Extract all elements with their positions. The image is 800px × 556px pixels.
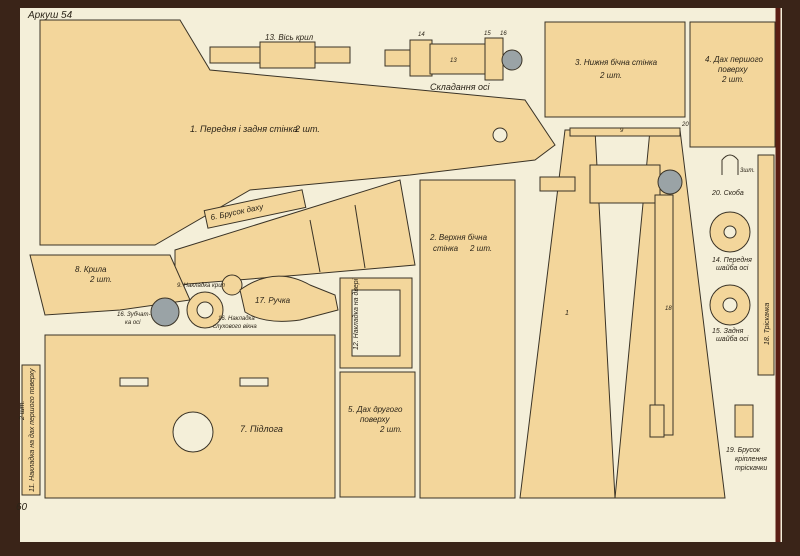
- callout-13: 13: [450, 58, 457, 64]
- label-part-15b: шайба осі: [716, 335, 749, 343]
- tower-top-bar: [569, 127, 681, 137]
- part-roof-bar: [203, 189, 307, 229]
- assembly-rear-washer: [484, 37, 504, 81]
- label-part-4b: поверху: [718, 65, 748, 74]
- part-wing-plate: [221, 274, 243, 296]
- part-second-roof: [339, 371, 416, 498]
- part-handle: [239, 275, 339, 322]
- callout-18: 18: [665, 306, 672, 312]
- label-part-20-qty: 3шт.: [740, 168, 755, 174]
- label-part-2: 2. Верхня бічна: [429, 233, 488, 242]
- tower-rattle-stick: [654, 194, 674, 436]
- label-part-17: 17. Ручка: [255, 296, 291, 305]
- label-part-9: 9. Накладка крил: [177, 283, 226, 289]
- label-part-19a: 19. Брусок: [726, 447, 761, 454]
- callout-14: 14: [418, 32, 425, 38]
- part-rattle: [757, 154, 775, 376]
- label-part-16a: 16. Зубчат-: [117, 312, 150, 318]
- page-number: 60: [16, 502, 28, 513]
- label-part-4-qty: 2 шт.: [721, 75, 744, 84]
- label-part-1-qty: 2 шт.: [294, 124, 320, 134]
- label-part-5-qty: 2 шт.: [379, 425, 402, 434]
- label-part-5b: поверху: [360, 415, 390, 424]
- label-window-plate-a: 16. Накладка: [218, 316, 255, 322]
- part-upper-side-wall: [419, 179, 516, 499]
- label-part-5a: 5. Дах другого: [348, 405, 403, 414]
- assembly-front-washer: [409, 39, 433, 77]
- tower-drum: [589, 164, 661, 204]
- label-part-11: 11. Накладка на дах першого поверху: [28, 368, 36, 492]
- label-part-8: 8. Крила: [75, 265, 107, 274]
- floor-hole: [172, 411, 214, 453]
- callout-15: 15: [484, 31, 491, 37]
- label-part-14b: шайба осі: [716, 264, 749, 272]
- axle-hub: [259, 41, 316, 69]
- floor-slot-1: [119, 377, 149, 387]
- label-part-8-qty: 2 шт.: [89, 275, 112, 284]
- label-part-14a: 14. Передня: [712, 256, 752, 264]
- part-bracket: [721, 154, 739, 175]
- label-part-4a: 4. Дах першого: [705, 55, 763, 64]
- part-front-back-wall: [39, 19, 556, 246]
- wall-hole: [492, 127, 508, 143]
- window-plate-hole: [196, 301, 214, 319]
- label-part-2b: стінка: [433, 244, 459, 253]
- tower-gear: [657, 169, 683, 195]
- assembly-gear: [501, 49, 523, 71]
- label-part-7: 7. Підлога: [240, 424, 283, 434]
- label-part-2-qty: 2 шт.: [469, 244, 492, 253]
- label-part-13: 13. Вісь крил: [265, 33, 314, 42]
- label-part-15a: 15. Задня: [712, 327, 744, 335]
- label-part-1: 1. Передня і задня стінка: [190, 124, 298, 134]
- part-lower-side-wall: [544, 21, 686, 118]
- tower-rattle-block: [649, 404, 665, 438]
- callout-1: 1: [565, 310, 569, 317]
- label-part-19b: кріплення: [735, 455, 767, 463]
- callout-9: 9: [620, 128, 624, 134]
- part-rattle-block: [734, 404, 754, 438]
- door-plate-cutout: [351, 289, 401, 357]
- tower-shaft: [539, 176, 576, 192]
- blade-divider: [309, 219, 321, 273]
- rear-washer-hole: [722, 297, 738, 313]
- blade-divider-2: [354, 204, 366, 269]
- part-first-roof: [689, 21, 776, 148]
- label-part-3-qty: 2 шт.: [599, 71, 622, 80]
- assembly-drum: [429, 43, 491, 75]
- label-part-3: 3. Нижня бічна стінка: [575, 58, 658, 67]
- label-part-16b: ка осі: [125, 320, 141, 326]
- label-assembly: Складання осі: [430, 82, 491, 92]
- label-part-18: 18. Тріскачка: [763, 303, 771, 345]
- floor-slot-2: [239, 377, 269, 387]
- label-part-19c: тріскачки: [735, 464, 767, 472]
- front-washer-hole: [723, 225, 737, 239]
- label-part-20: 20. Скоба: [711, 189, 744, 197]
- label-window-plate-b: слухового вікна: [213, 324, 257, 330]
- part-axle-sprocket: [150, 297, 180, 327]
- label-part-12: 12. Накладка на двері: [352, 278, 360, 350]
- callout-16: 16: [500, 31, 507, 37]
- part-roof-plate: [21, 364, 41, 496]
- sheet-header: Аркуш 54: [27, 10, 73, 21]
- callout-20: 20: [681, 122, 689, 128]
- label-part-11-qty: 2 шт.: [19, 401, 26, 421]
